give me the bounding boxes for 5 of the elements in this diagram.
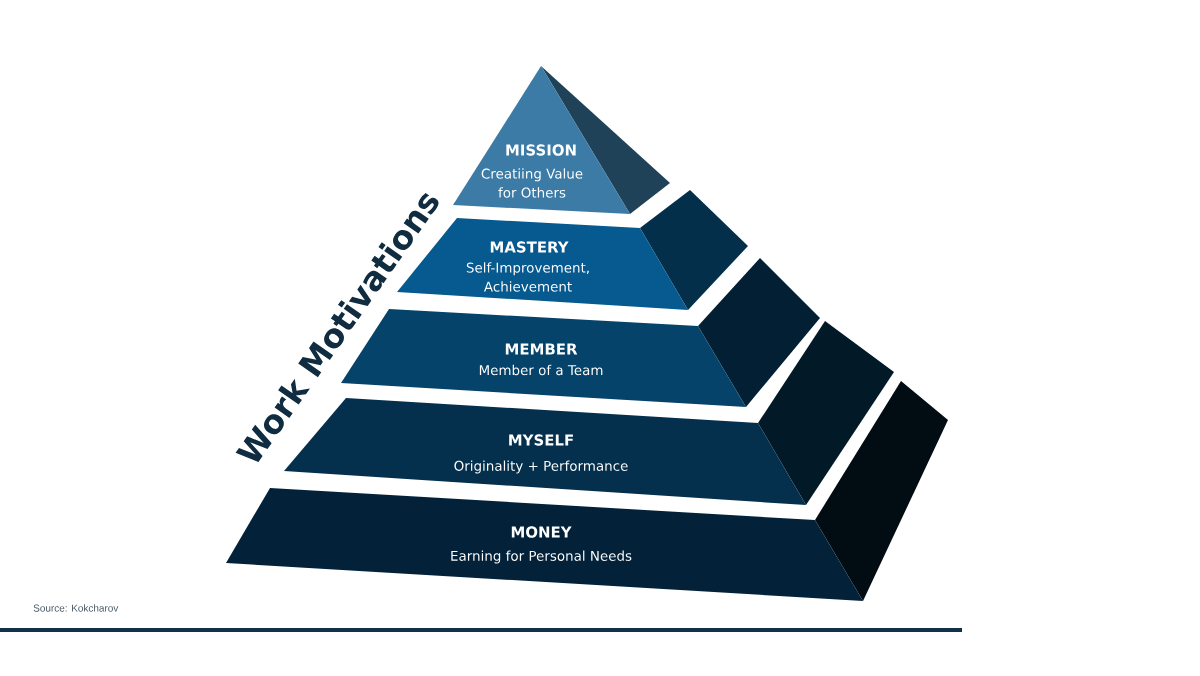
- layer-description: Originality + Performance: [454, 460, 628, 474]
- source-note: Source: Kokcharov: [33, 604, 119, 612]
- layer-title: MYSELF: [509, 434, 573, 446]
- layer-description: Earning for Personal Needs: [451, 550, 632, 564]
- layer-title: MONEY: [511, 526, 572, 538]
